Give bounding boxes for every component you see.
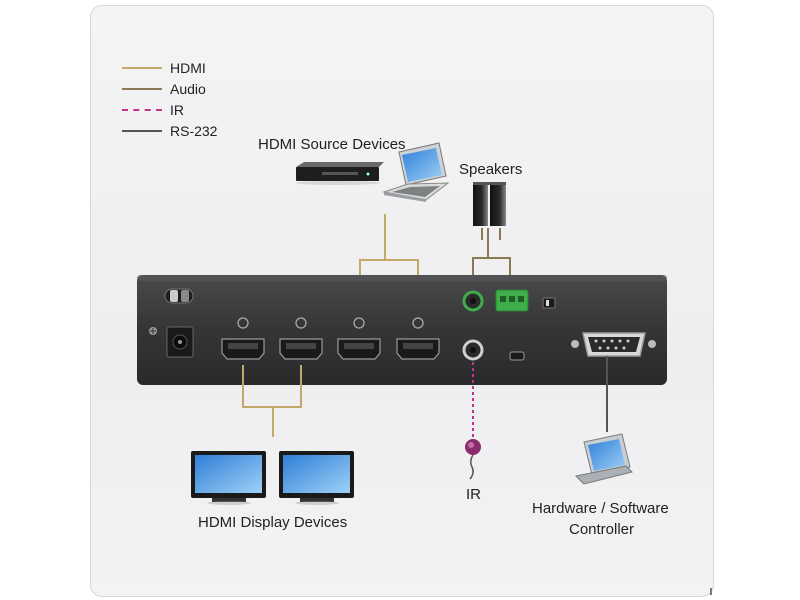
legend-label: IR bbox=[170, 102, 184, 118]
hdmi-display-cables bbox=[242, 365, 302, 437]
corner-mark bbox=[710, 588, 712, 595]
matrix-switch-device bbox=[137, 275, 667, 385]
legend-item-ir: IR bbox=[122, 100, 184, 120]
ground-screw bbox=[149, 327, 157, 335]
power-switch bbox=[164, 288, 194, 304]
hdmi-port-input-2 bbox=[396, 317, 440, 360]
label-controller-line1: Hardware / Software bbox=[532, 500, 669, 517]
legend-swatch-rs232 bbox=[122, 130, 162, 132]
legend-label: Audio bbox=[170, 81, 206, 97]
controller-icon bbox=[574, 433, 633, 485]
speakers-icon bbox=[473, 182, 506, 226]
legend-swatch-hdmi bbox=[122, 67, 162, 69]
label-controller-line2: Controller bbox=[569, 521, 635, 538]
rs232-port bbox=[571, 332, 656, 357]
hdmi-port-output-1 bbox=[221, 317, 265, 360]
legend-item-rs232: RS-232 bbox=[122, 121, 217, 141]
legend-label: RS-232 bbox=[170, 123, 218, 139]
ir-receiver-icon bbox=[465, 439, 481, 480]
hdmi-port-input-1 bbox=[337, 317, 381, 360]
legend-swatch-ir bbox=[122, 109, 162, 111]
audio-jack bbox=[462, 290, 484, 312]
service-port bbox=[509, 351, 525, 361]
monitor-icon bbox=[191, 451, 266, 505]
label-speakers: Speakers bbox=[459, 161, 523, 178]
legend-label: HDMI bbox=[170, 60, 206, 76]
legend-swatch-audio bbox=[122, 88, 162, 90]
monitor-icon bbox=[279, 451, 354, 505]
label-hdmi-display-devices: HDMI Display Devices bbox=[198, 514, 348, 531]
dip-switch bbox=[542, 297, 556, 309]
legend-item-audio: Audio bbox=[122, 79, 206, 99]
ir-jack bbox=[462, 339, 484, 361]
legend-item-hdmi: HDMI bbox=[122, 58, 206, 78]
hdmi-ports bbox=[221, 317, 440, 360]
label-ir: IR bbox=[466, 486, 481, 503]
audio-terminal-block bbox=[495, 289, 529, 312]
hdmi-port-output-2 bbox=[279, 317, 323, 360]
laptop-icon bbox=[382, 142, 450, 202]
dc-power-jack bbox=[166, 326, 194, 358]
label-hdmi-source-devices: HDMI Source Devices bbox=[258, 136, 406, 153]
dvd-player-icon bbox=[296, 162, 384, 185]
